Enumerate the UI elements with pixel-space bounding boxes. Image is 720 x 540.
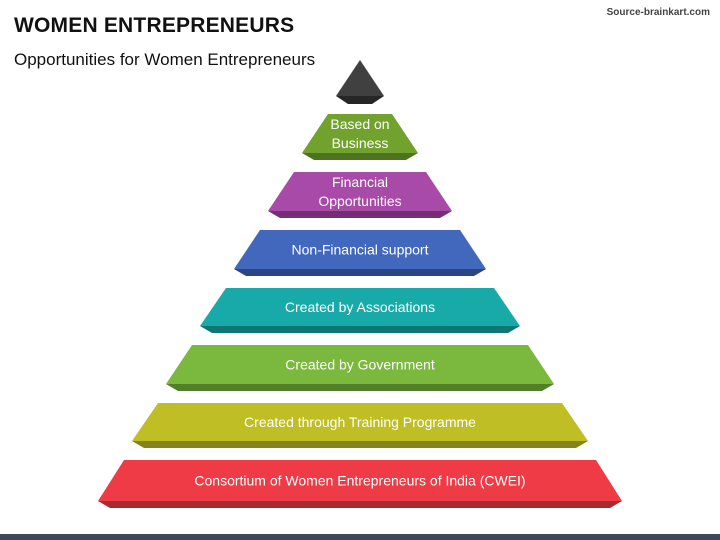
pyramid-tier-label: Non-Financial support <box>292 242 429 258</box>
page-subtitle: Opportunities for Women Entrepreneurs <box>14 50 316 69</box>
pyramid-tier-6: Created by Government <box>166 345 554 391</box>
pyramid-tier-label: Business <box>332 135 389 151</box>
pyramid-tier-face <box>268 172 452 211</box>
pyramid-tier-face <box>98 460 622 501</box>
pyramid-tier-shadow <box>166 384 554 391</box>
pyramid-tier-face <box>234 230 486 269</box>
pyramid-tier-label: Opportunities <box>318 193 401 209</box>
pyramid-tier-shadow <box>336 96 384 104</box>
pyramid-tier-label: Created by Associations <box>285 299 435 315</box>
pyramid-tier-face <box>302 114 418 153</box>
pyramid-tier-1 <box>336 60 384 104</box>
pyramid-tier-4: Non-Financial support <box>234 230 486 276</box>
page-title: WOMEN ENTREPRENEURS <box>14 14 295 37</box>
pyramid-tier-shadow <box>200 326 520 333</box>
pyramid-tier-5: Created by Associations <box>200 288 520 333</box>
pyramid-tier-face <box>166 345 554 384</box>
pyramid-tier-shadow <box>98 501 622 508</box>
pyramid-tier-shadow <box>132 441 588 448</box>
pyramid-tier-8: Consortium of Women Entrepreneurs of Ind… <box>98 460 622 508</box>
bottom-bar <box>0 534 720 540</box>
pyramid-tier-shadow <box>268 211 452 218</box>
pyramid-tier-label: Based on <box>330 116 389 132</box>
pyramid-tier-7: Created through Training Programme <box>132 403 588 448</box>
pyramid-tier-face <box>132 403 588 441</box>
pyramid-tier-shadow <box>302 153 418 160</box>
pyramid-tier-label: Created by Government <box>285 357 435 373</box>
pyramid-tier-label: Created through Training Programme <box>244 414 476 430</box>
pyramid-tier-2: Based on Business <box>302 114 418 160</box>
pyramid-tier-shadow <box>234 269 486 276</box>
pyramid-tier-label: Consortium of Women Entrepreneurs of Ind… <box>194 473 525 489</box>
source-credit: Source-brainkart.com <box>606 7 710 18</box>
pyramid-tier-face <box>200 288 520 326</box>
pyramid-tier-face <box>336 60 384 96</box>
pyramid-tier-label: Financial <box>332 174 388 190</box>
